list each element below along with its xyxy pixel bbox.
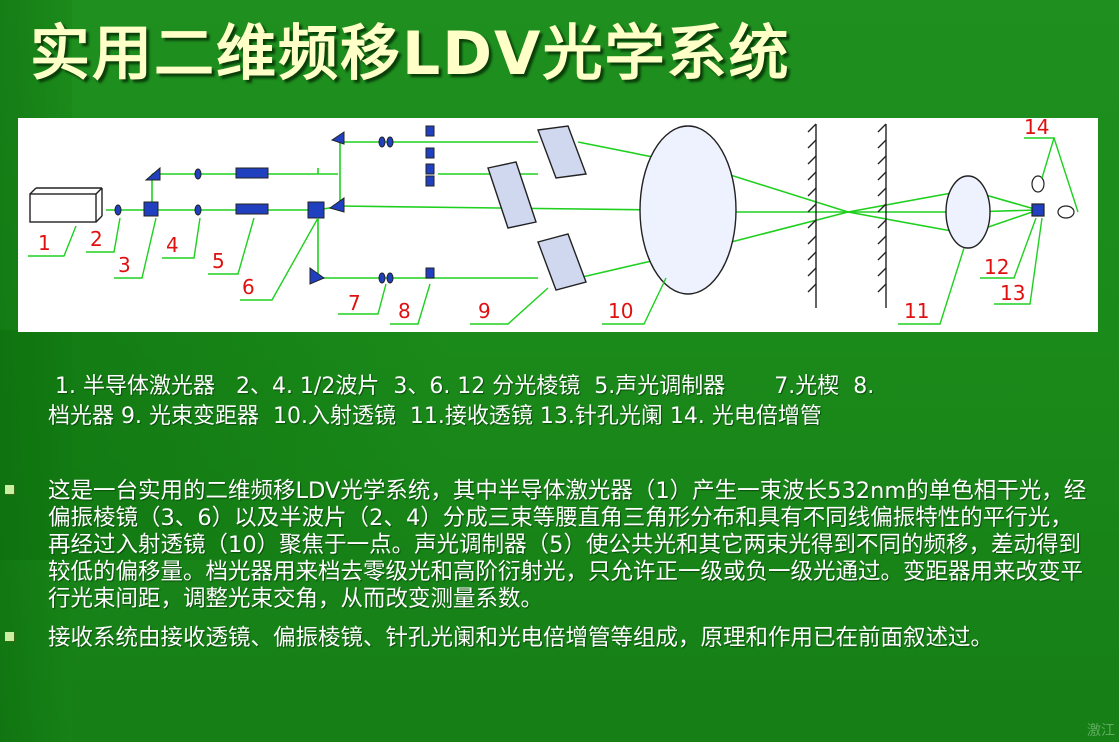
description-list: 这是一台实用的二维频移LDV光学系统，其中半导体激光器（1）产生一束波长532n… — [0, 478, 1119, 664]
description-text: 接收系统由接收透镜、偏振棱镜、针孔光阑和光电倍增管等组成，原理和作用已在前面叙述… — [48, 625, 994, 651]
description-text: 这是一台实用的二维频移LDV光学系统，其中半导体激光器（1）产生一束波长532n… — [48, 478, 1087, 612]
label-12: 12 — [984, 255, 1009, 279]
diagram-svg: 1 2 3 4 5 6 7 8 9 10 11 12 13 14 — [28, 118, 1079, 325]
detector-assembly — [1031, 175, 1075, 219]
window-walls — [807, 123, 887, 308]
label-14: 14 — [1024, 118, 1049, 139]
label-1: 1 — [38, 231, 51, 255]
lens-11 — [945, 175, 991, 249]
background-band — [0, 330, 1119, 560]
label-6: 6 — [242, 275, 255, 299]
optical-system-diagram: 1 2 3 4 5 6 7 8 9 10 11 12 13 14 — [18, 118, 1098, 332]
slide-title: 实用二维频移LDV光学系统 — [30, 19, 791, 89]
label-8: 8 — [398, 299, 411, 323]
component-legend: 1. 半导体激光器 2、4. 1/2波片 3、6. 12 分光棱镜 5.声光调制… — [48, 372, 1108, 432]
label-9: 9 — [478, 299, 491, 323]
laser-1-box — [29, 187, 103, 223]
legend-line-2: 档光器 9. 光束变距器 10.入射透镜 11.接收透镜 13.针孔光阑 14.… — [48, 404, 822, 429]
label-3: 3 — [118, 253, 131, 277]
description-item: 接收系统由接收透镜、偏振棱镜、针孔光阑和光电倍增管等组成，原理和作用已在前面叙述… — [0, 625, 1088, 652]
optical-elements — [114, 125, 435, 285]
bullet-square-icon — [5, 485, 14, 494]
label-7: 7 — [348, 291, 361, 315]
label-4: 4 — [166, 233, 179, 257]
legend-line-1: 1. 半导体激光器 2、4. 1/2波片 3、6. 12 分光棱镜 5.声光调制… — [48, 374, 875, 399]
label-5: 5 — [212, 249, 225, 273]
lens-10 — [639, 125, 737, 295]
label-11: 11 — [904, 299, 929, 323]
watermark: 激江 — [1087, 723, 1115, 739]
description-item: 这是一台实用的二维频移LDV光学系统，其中半导体激光器（1）产生一束波长532n… — [0, 478, 1088, 613]
label-13: 13 — [1000, 281, 1025, 305]
beam-displacers — [487, 125, 587, 291]
label-10: 10 — [608, 299, 633, 323]
label-2: 2 — [90, 227, 103, 251]
bullet-square-icon — [5, 632, 14, 641]
diagram-labels: 1 2 3 4 5 6 7 8 9 10 11 12 13 14 — [28, 118, 1079, 325]
